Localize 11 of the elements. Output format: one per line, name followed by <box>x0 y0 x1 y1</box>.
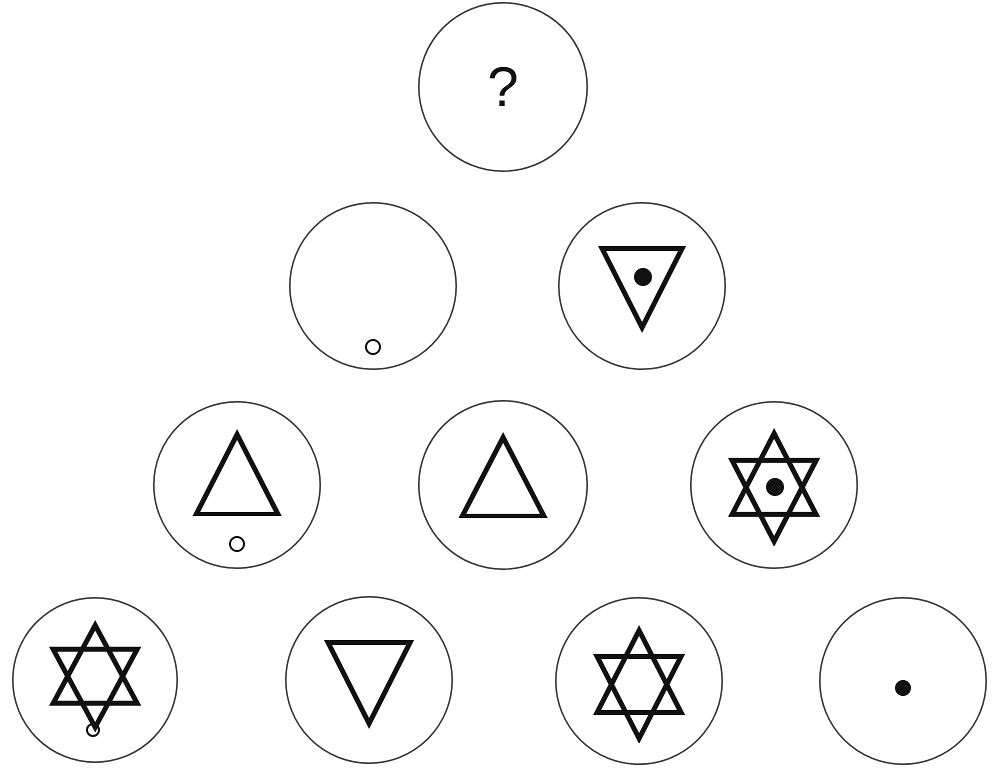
puzzle-circle <box>418 2 588 172</box>
puzzle-circle <box>153 401 321 569</box>
question-mark: ? <box>487 59 519 115</box>
puzzle-circle <box>819 597 987 765</box>
puzzle-circle <box>555 597 723 765</box>
puzzle-circle <box>418 400 588 570</box>
puzzle-circle <box>285 596 453 764</box>
puzzle-circle <box>558 202 726 370</box>
puzzle-circle <box>289 202 457 370</box>
puzzle-circle <box>12 597 178 763</box>
puzzle-circle <box>690 401 858 569</box>
